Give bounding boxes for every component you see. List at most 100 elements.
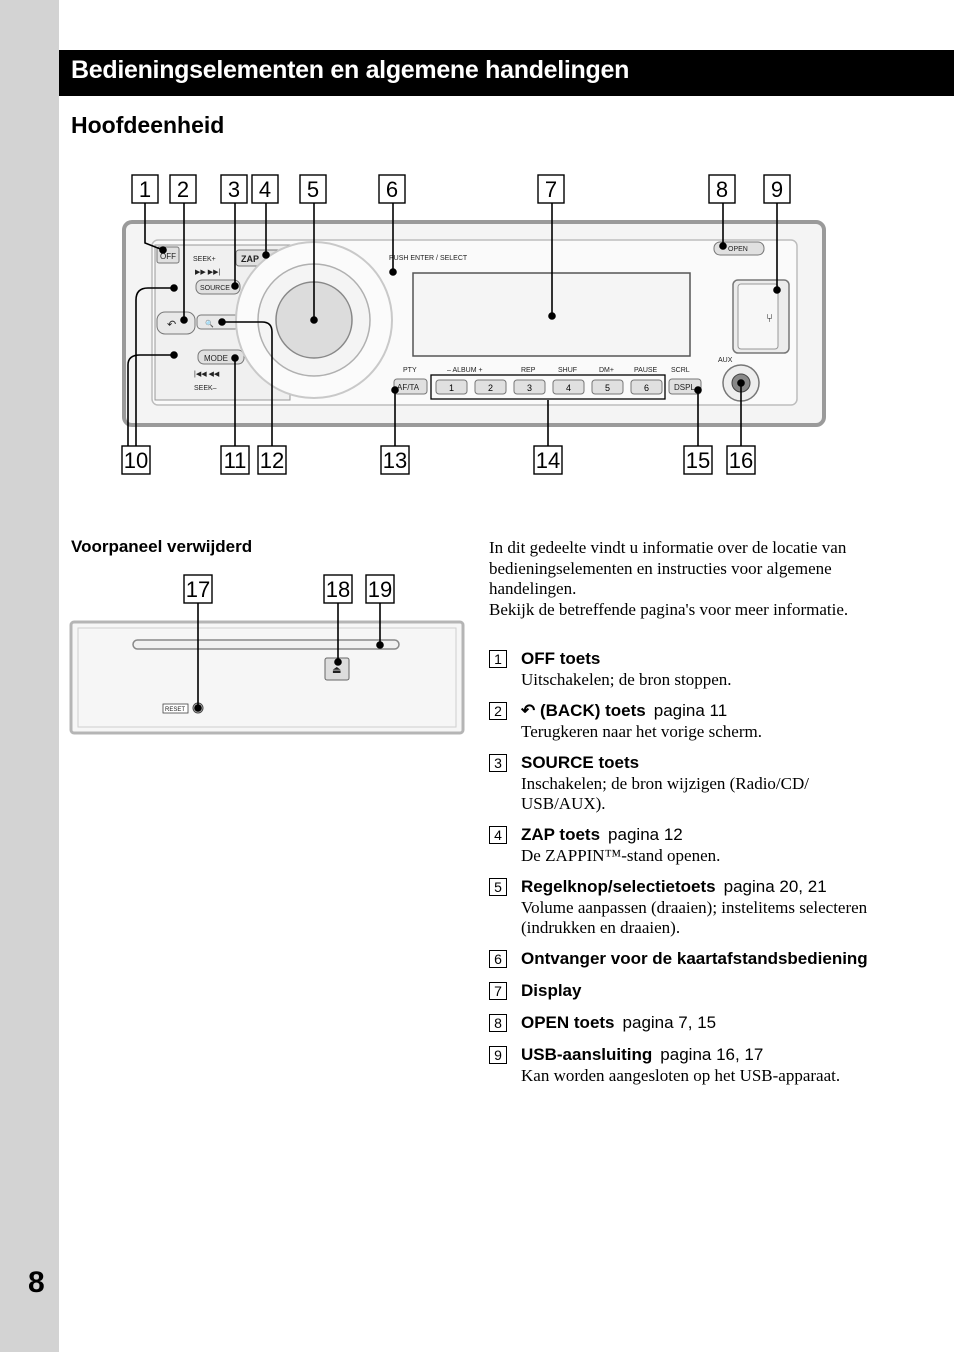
reset-button (192, 702, 204, 714)
callout-number: 19 (368, 577, 392, 602)
callout-box (380, 445, 410, 475)
callout-number: 11 (224, 448, 247, 473)
list-item: 1 OFF toets Uitschakelen; de bron stoppe… (489, 648, 889, 690)
callout-number: 1 (139, 177, 151, 202)
callout-number: 17 (186, 577, 210, 602)
callout-number: 9 (771, 177, 783, 202)
item-number: 1 (489, 650, 507, 668)
item-desc: Volume aanpassen (draaien); instelitems … (521, 898, 868, 937)
zap-label: ZAP (241, 254, 259, 264)
item-list: 1 OFF toets Uitschakelen; de bron stoppe… (489, 648, 889, 1096)
callout-box (365, 574, 395, 604)
preset-label: 6 (644, 383, 649, 393)
item-name: USB-aansluiting (521, 1045, 653, 1064)
callout-box (251, 174, 279, 204)
scrl-label: SCRL (671, 367, 690, 374)
dspl-button (668, 378, 702, 395)
search-label: 🔍 (205, 319, 214, 328)
callout-box (726, 445, 756, 475)
seek-plus-label: SEEK+ (193, 256, 216, 263)
pause-label: PAUSE (634, 367, 658, 374)
back-button (156, 311, 196, 335)
usb-port (732, 279, 790, 354)
usb-icon: ⑂ (766, 311, 773, 325)
item-ref: pagina 7, 15 (622, 1013, 717, 1032)
preset-button (630, 379, 663, 395)
item-name: ↶ (BACK) toets (521, 701, 646, 720)
aux-jack-outer (722, 364, 760, 402)
item-desc: Terugkeren naar het vorige scherm. (521, 722, 762, 741)
callout-box (121, 445, 151, 475)
callout-box (183, 574, 213, 604)
callout-number: 14 (536, 448, 560, 473)
preset-label: 3 (527, 383, 532, 393)
callout-box (533, 445, 563, 475)
callout-box (763, 174, 791, 204)
intro-paragraph: In dit gedeelte vindt u informatie over … (489, 538, 847, 598)
dspl-label: DSPL (674, 383, 695, 392)
mode-button (197, 349, 245, 365)
item-name: Ontvanger voor de kaartafstandsbediening (521, 949, 868, 968)
item-number: 4 (489, 826, 507, 844)
page-title: Bedieningselementen en algemene handelin… (71, 56, 630, 84)
preset-button (474, 379, 507, 395)
item-number: 5 (489, 878, 507, 896)
list-item: 6 Ontvanger voor de kaartafstandsbedieni… (489, 948, 889, 970)
callout-box (378, 174, 406, 204)
aux-label: AUX (718, 357, 733, 364)
search-button (196, 314, 240, 330)
callout-number: 6 (386, 177, 398, 202)
mode-label: MODE (204, 354, 228, 363)
callout-number: 15 (686, 448, 710, 473)
removed-panel-inner (77, 627, 457, 728)
list-item: 7 Display (489, 980, 889, 1002)
callout-number: 12 (260, 448, 284, 473)
item-name: Display (521, 981, 582, 1000)
usb-inner (737, 283, 779, 350)
album-label: – ALBUM + (447, 367, 483, 374)
control-dial (275, 281, 353, 359)
intro-paragraph: Bekijk de betreffende pagina's voor meer… (489, 599, 849, 619)
back-label: ↶ (167, 319, 176, 331)
callout-box (131, 174, 159, 204)
preset-button (591, 379, 624, 395)
intro-text: In dit gedeelte vindt u informatie over … (489, 538, 889, 620)
callout-box (537, 174, 565, 204)
reset-label: RESET (165, 707, 185, 713)
section-title: Hoofdeenheid (71, 112, 225, 138)
item-name: SOURCE toets (521, 753, 640, 772)
item-ref: pagina 16, 17 (660, 1045, 764, 1064)
preset-button (552, 379, 585, 395)
rep-label: REP (521, 367, 536, 374)
left-cluster (154, 244, 291, 401)
callout-box (169, 174, 197, 204)
unit-face (151, 239, 798, 406)
item-name: Regelknop/selectietoets (521, 877, 716, 896)
item-desc: De ZAPPIN™-stand openen. (521, 846, 721, 865)
off-label: OFF (160, 252, 176, 261)
seek-back-label: |◀◀ ◀◀ (194, 371, 220, 378)
callout-number: 4 (259, 177, 271, 202)
display-panel (412, 272, 691, 357)
shuf-label: SHUF (558, 367, 577, 374)
source-button (195, 279, 241, 295)
callout-box (299, 174, 327, 204)
title-bar: Bedieningselementen en algemene handelin… (59, 50, 954, 96)
af-ta-label: AF/TA (397, 383, 420, 392)
leader-lines (127, 203, 781, 446)
removed-panel-body (69, 620, 465, 735)
callout-box (220, 445, 250, 475)
item-name: OPEN toets (521, 1013, 615, 1032)
item-number: 7 (489, 982, 507, 1000)
item-number: 8 (489, 1014, 507, 1032)
callout-number: 8 (716, 177, 728, 202)
push-enter-label: PUSH ENTER / SELECT (389, 255, 468, 262)
seek-minus-label: SEEK– (194, 385, 217, 392)
callout-number: 5 (307, 177, 319, 202)
